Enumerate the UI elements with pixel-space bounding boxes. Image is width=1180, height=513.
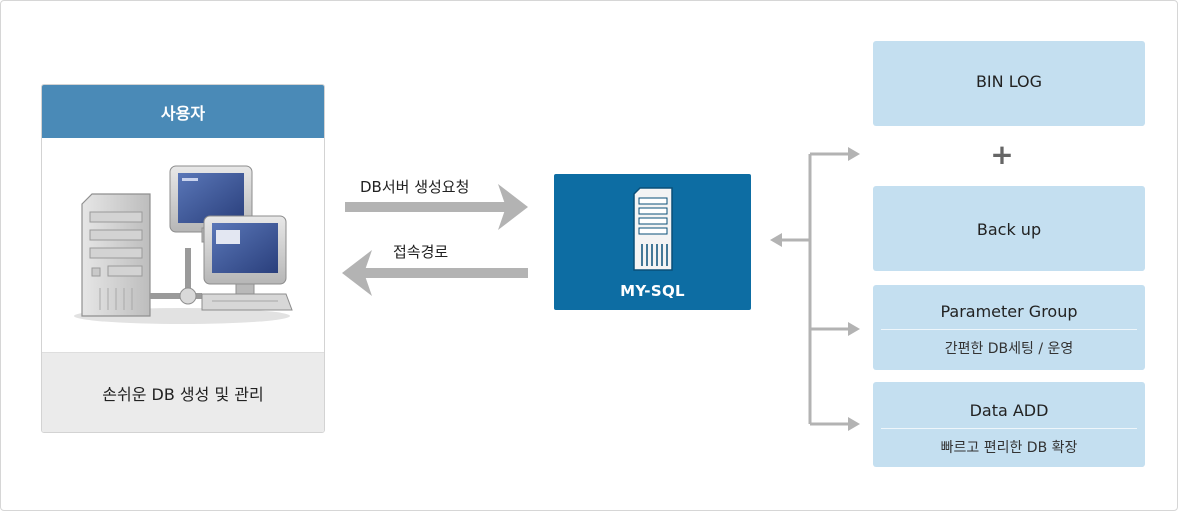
parameter-group-subtitle: 간편한 DB세팅 / 운영 (944, 341, 1074, 357)
left-arrow-icon (342, 250, 528, 296)
bin-log-title: BIN LOG (975, 72, 1043, 91)
plus-icon: + (990, 138, 1014, 171)
server-tower-icon (633, 187, 673, 271)
arrow-right-icon (848, 417, 860, 431)
arrow-right-icon (848, 322, 860, 336)
computers-network-icon (42, 138, 324, 354)
request-label: DB서버 생성요청 (360, 178, 470, 196)
backup-box: Back up (873, 186, 1145, 271)
user-card: 사용자 (41, 84, 325, 433)
mysql-server-box: MY-SQL (554, 174, 751, 310)
feature-connector (770, 147, 860, 431)
backup-title: Back up (976, 220, 1042, 239)
user-card-title: 사용자 (42, 85, 324, 138)
right-arrow-icon (345, 184, 528, 230)
flow-arrows (342, 184, 528, 296)
user-card-caption: 손쉬운 DB 생성 및 관리 (42, 352, 324, 432)
access-path-label: 접속경로 (393, 243, 449, 261)
parameter-group-box: Parameter Group 간편한 DB세팅 / 운영 (873, 285, 1145, 370)
arrow-left-icon (770, 233, 782, 247)
data-add-box: Data ADD 빠르고 편리한 DB 확장 (873, 382, 1145, 467)
bin-log-box: BIN LOG (873, 41, 1145, 126)
arrow-right-icon (848, 147, 860, 161)
divider (881, 329, 1137, 330)
data-add-title: Data ADD (969, 401, 1049, 420)
data-add-subtitle: 빠르고 편리한 DB 확장 (940, 440, 1078, 456)
divider (881, 428, 1137, 429)
mysql-label: MY-SQL (620, 282, 685, 300)
parameter-group-title: Parameter Group (940, 302, 1078, 321)
